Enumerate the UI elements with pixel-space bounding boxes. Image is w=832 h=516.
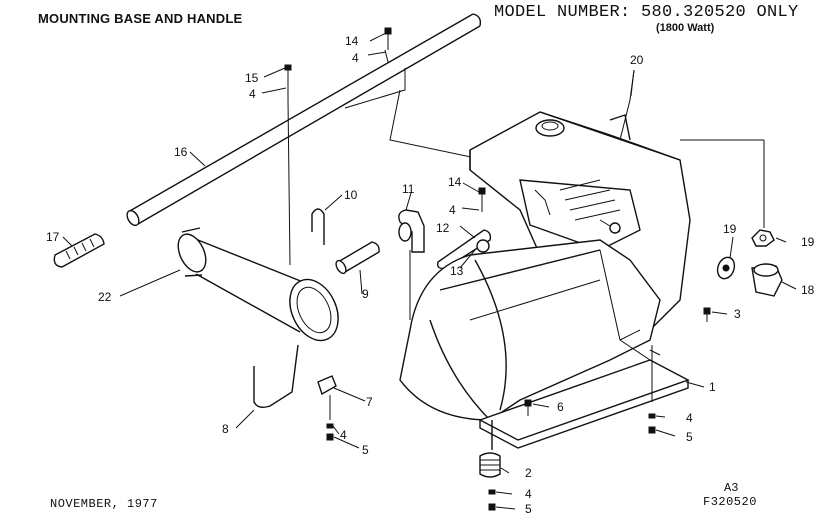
callout-4-bottom: 4 xyxy=(525,487,532,501)
revision-date: NOVEMBER, 1977 xyxy=(50,497,158,511)
callout-8: 8 xyxy=(222,422,229,436)
callout-1: 1 xyxy=(709,380,716,394)
callout-9: 9 xyxy=(362,287,369,301)
hardware-stack-7 xyxy=(326,395,334,441)
base-rail xyxy=(478,339,690,449)
callout-labels: 14 4 15 4 16 17 22 10 11 12 13 14 4 9 7 … xyxy=(46,34,815,516)
leader-lines xyxy=(62,32,797,510)
callout-4-mid: 4 xyxy=(449,203,456,217)
handle-nut-15 xyxy=(284,64,292,100)
u-bolt-10 xyxy=(311,208,325,245)
callout-5-right: 5 xyxy=(686,430,693,444)
callout-4-right: 4 xyxy=(686,411,693,425)
callout-14-top: 14 xyxy=(345,34,359,48)
screw-3 xyxy=(703,307,711,322)
handle-grip xyxy=(53,233,105,268)
model-number: MODEL NUMBER: 580.320520 ONLY xyxy=(494,3,799,22)
screw-6 xyxy=(524,399,532,416)
diagram-title: MOUNTING BASE AND HANDLE xyxy=(38,11,243,26)
callout-4-lower-left: 4 xyxy=(340,428,347,442)
callout-2: 2 xyxy=(525,466,532,480)
fuel-elbow-18 xyxy=(751,263,783,297)
callout-4-handle: 4 xyxy=(249,87,256,101)
callout-22: 22 xyxy=(98,290,112,304)
elbow-11 xyxy=(398,209,425,320)
callout-10: 10 xyxy=(344,188,358,202)
handle-bolt-14 xyxy=(384,27,392,42)
muffler xyxy=(177,227,339,342)
callout-7: 7 xyxy=(366,395,373,409)
callout-17: 17 xyxy=(46,230,60,244)
bracket-wire-8 xyxy=(253,344,299,409)
callout-6: 6 xyxy=(557,400,564,414)
callout-18: 18 xyxy=(801,283,815,297)
callout-19-left: 19 xyxy=(723,222,737,236)
wattage-label: (1800 Watt) xyxy=(656,22,715,34)
callout-14-mid: 14 xyxy=(448,175,462,189)
callout-15: 15 xyxy=(245,71,259,85)
washer-19-left xyxy=(716,256,736,280)
bracket-12 xyxy=(436,187,492,270)
callout-5-bottom: 5 xyxy=(525,502,532,516)
callout-19-right: 19 xyxy=(801,235,815,249)
callout-5-lower-left: 5 xyxy=(362,443,369,457)
handle-tube xyxy=(126,13,482,227)
callout-12: 12 xyxy=(436,221,450,235)
callout-4-top: 4 xyxy=(352,51,359,65)
callout-3: 3 xyxy=(734,307,741,321)
generator-housing xyxy=(399,239,661,421)
mount-lines-right xyxy=(648,139,765,434)
callout-16: 16 xyxy=(174,145,188,159)
callout-13: 13 xyxy=(450,264,464,278)
spring-2 xyxy=(479,420,501,511)
callout-11: 11 xyxy=(402,182,415,196)
clamp-7 xyxy=(317,375,337,396)
figure-number: F320520 xyxy=(703,495,757,509)
callout-20: 20 xyxy=(630,53,644,67)
exhaust-pipe-9 xyxy=(335,241,380,275)
sheet-code: A3 xyxy=(724,481,739,495)
grommet-19-right xyxy=(751,229,775,247)
